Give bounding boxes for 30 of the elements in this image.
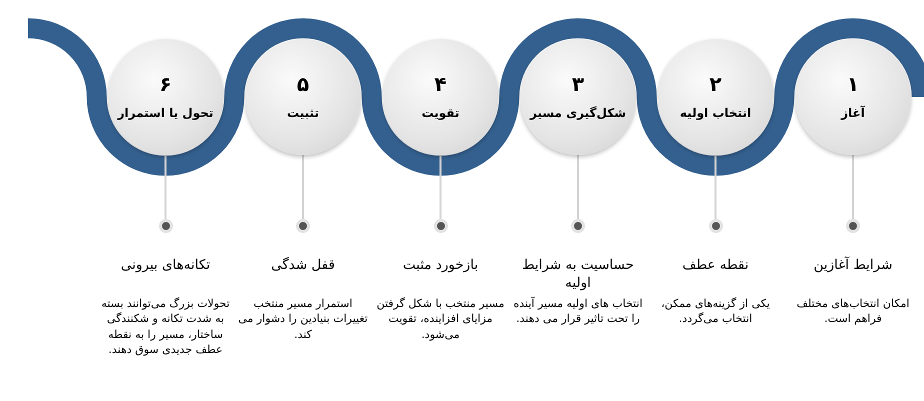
- connector-line: [440, 155, 442, 219]
- point-heading: بازخورد مثبت: [402, 256, 480, 274]
- step-number: ۱: [846, 74, 860, 94]
- point-description: استمرار مسیر منتخب تغییرات بنیادین را دشوار می کند.: [237, 296, 369, 342]
- point-description: انتخاب های اولیه مسیر آینده را تحت تاثیر قرار می دهند.: [512, 296, 644, 327]
- point-description: امکان انتخاب‌های مختلف فراهم است.: [796, 296, 910, 327]
- connector-line: [302, 155, 304, 219]
- step-title: انتخاب اولیه: [680, 106, 752, 120]
- connector-line: [577, 155, 579, 219]
- point-heading: قفل شدگی: [270, 256, 336, 274]
- point-heading: نقطه عطف: [681, 256, 750, 274]
- step-title: تقویت: [422, 106, 460, 120]
- point-heading: شرایط آغازین: [812, 256, 894, 274]
- connector-line: [714, 155, 716, 219]
- step-number: ۳: [572, 74, 584, 94]
- point-description: یکی از گزینه‌های ممکن، انتخاب می‌گردد.: [660, 296, 771, 327]
- step-number: ۵: [296, 74, 310, 94]
- step-title: شکل‌گیری مسیر: [530, 106, 626, 120]
- connector-line: [852, 155, 854, 219]
- connector-line: [164, 155, 166, 219]
- point-description: مسیر منتخب با شکل گرفتن مزایای افزاینده، تقویت می‌شود.: [376, 296, 506, 342]
- point-heading: تکانه‌های بیرونی: [120, 256, 212, 274]
- step-number: ۲: [709, 74, 722, 94]
- step-title: آغاز: [841, 106, 865, 120]
- step-number: ۴: [434, 74, 447, 94]
- step-number: ۶: [159, 74, 172, 94]
- step-title: تثبیت: [287, 106, 319, 120]
- point-heading: حساسیت به شرایط اولیه: [521, 256, 635, 292]
- point-description: تحولات بزرگ می‌توانند بسته به شدت تکانه و شکنندگی ساختار، مسیر را به نقطه عطف جدیدی سوق دهند.: [100, 296, 231, 358]
- step-title: تحول یا استمرار: [118, 106, 214, 120]
